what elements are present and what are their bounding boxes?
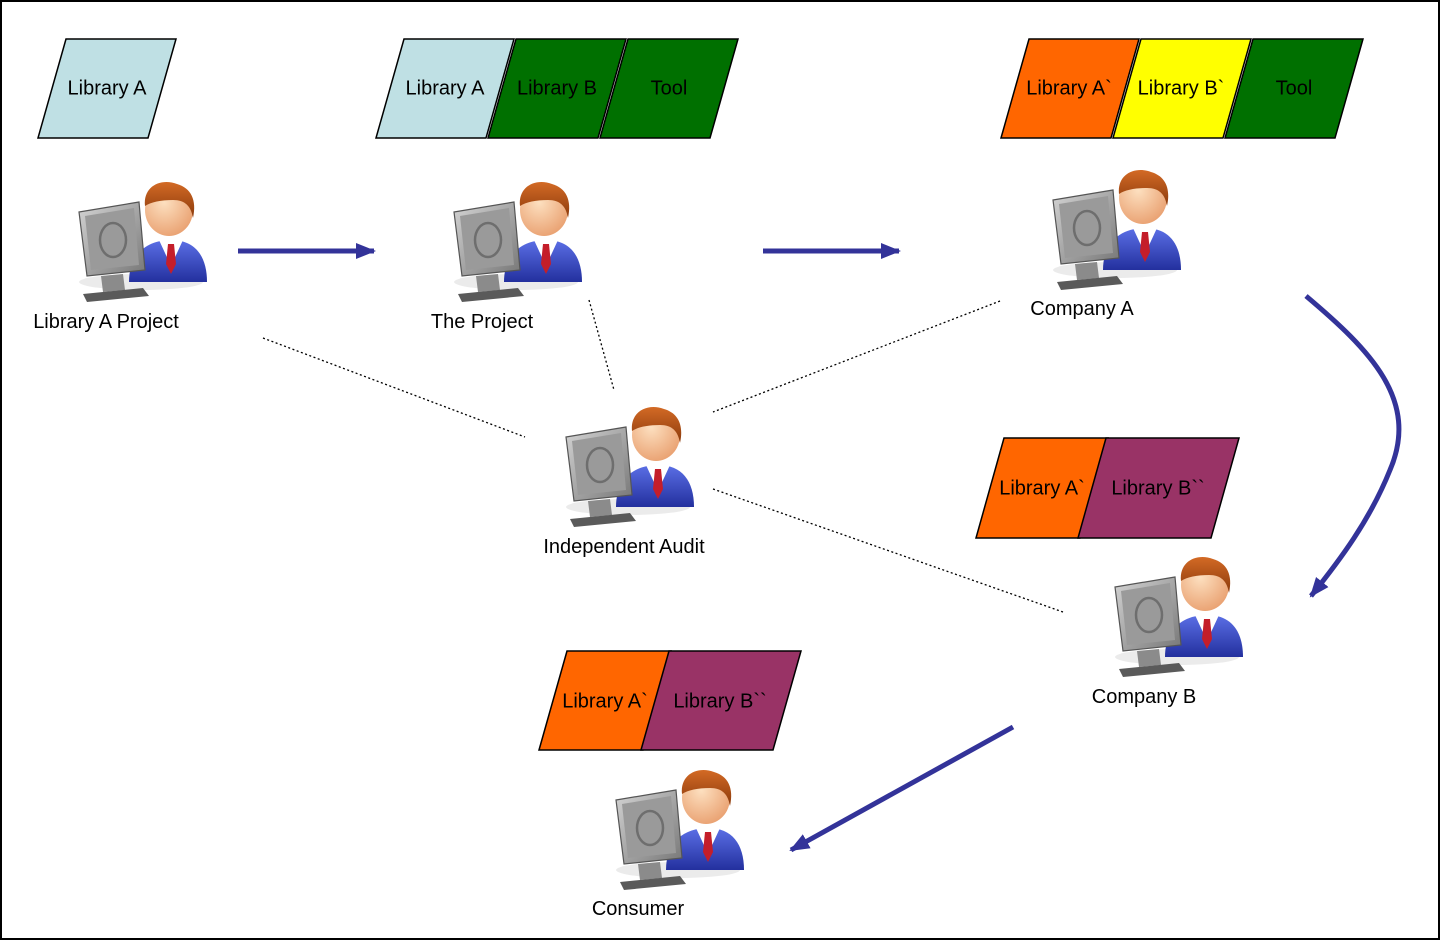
package-tool-label: Tool (1276, 77, 1313, 99)
package-tool (599, 38, 739, 139)
node-the-project: The Project (431, 180, 584, 333)
package-library-a-prime (1000, 38, 1140, 139)
package-library-b-label: Library B (517, 77, 597, 99)
package-library-b-double-prime (1077, 437, 1240, 539)
node-company-b: Company B (1092, 555, 1245, 708)
person-at-computer-icon (452, 180, 584, 304)
node-label: Independent Audit (543, 536, 705, 558)
audit-link-company-b (712, 488, 1064, 613)
audit-link-library-a-project (262, 337, 526, 438)
node-independent-audit: Independent Audit (543, 405, 705, 558)
audit-link-the-project (588, 299, 615, 391)
audit-links (262, 299, 1064, 613)
node-label: Company A (1030, 298, 1134, 320)
package-library-a-project: Library A (37, 38, 177, 139)
package-the-project: Library A Library B Tool (375, 38, 739, 139)
package-company-a: Library A` Library B` Tool (1000, 38, 1364, 139)
node-label: Library A Project (33, 311, 179, 333)
node-consumer: Consumer (592, 768, 746, 920)
package-tool (1224, 38, 1364, 139)
node-label: Company B (1092, 686, 1197, 708)
package-tool-label: Tool (651, 77, 688, 99)
flow-arrow-company-a-to-company-b (1304, 294, 1402, 598)
node-company-a: Company A (1030, 168, 1183, 320)
node-label: Consumer (592, 898, 685, 920)
package-library-a-prime-label: Library A` (562, 690, 648, 712)
person-at-computer-icon (1113, 555, 1245, 679)
person-at-computer-icon (614, 768, 746, 892)
package-library-a-prime-label: Library A` (999, 477, 1085, 499)
package-library-b-double-prime-label: Library B`` (673, 690, 766, 712)
flow-arrows (238, 243, 1402, 853)
package-library-a (375, 38, 515, 139)
package-library-a (37, 38, 177, 139)
package-library-b-double-prime (640, 650, 802, 751)
person-at-computer-icon (77, 180, 209, 304)
person-at-computer-icon (1051, 168, 1183, 292)
package-library-b-prime-label: Library B` (1138, 77, 1225, 99)
node-label: The Project (431, 311, 534, 333)
node-library-a-project: Library A Project (33, 180, 209, 333)
package-library-a-label: Library A (68, 77, 148, 99)
package-library-b-double-prime-label: Library B`` (1111, 477, 1204, 499)
package-library-a-prime-label: Library A` (1026, 77, 1112, 99)
package-library-b (487, 38, 627, 139)
package-library-b-prime (1112, 38, 1252, 139)
audit-link-company-a (712, 300, 1001, 413)
package-library-a-label: Library A (406, 77, 486, 99)
flow-arrow-company-b-to-consumer (789, 724, 1015, 853)
person-at-computer-icon (564, 405, 696, 529)
package-company-b: Library A` Library B`` (975, 437, 1240, 539)
package-consumer: Library A` Library B`` (538, 650, 802, 751)
